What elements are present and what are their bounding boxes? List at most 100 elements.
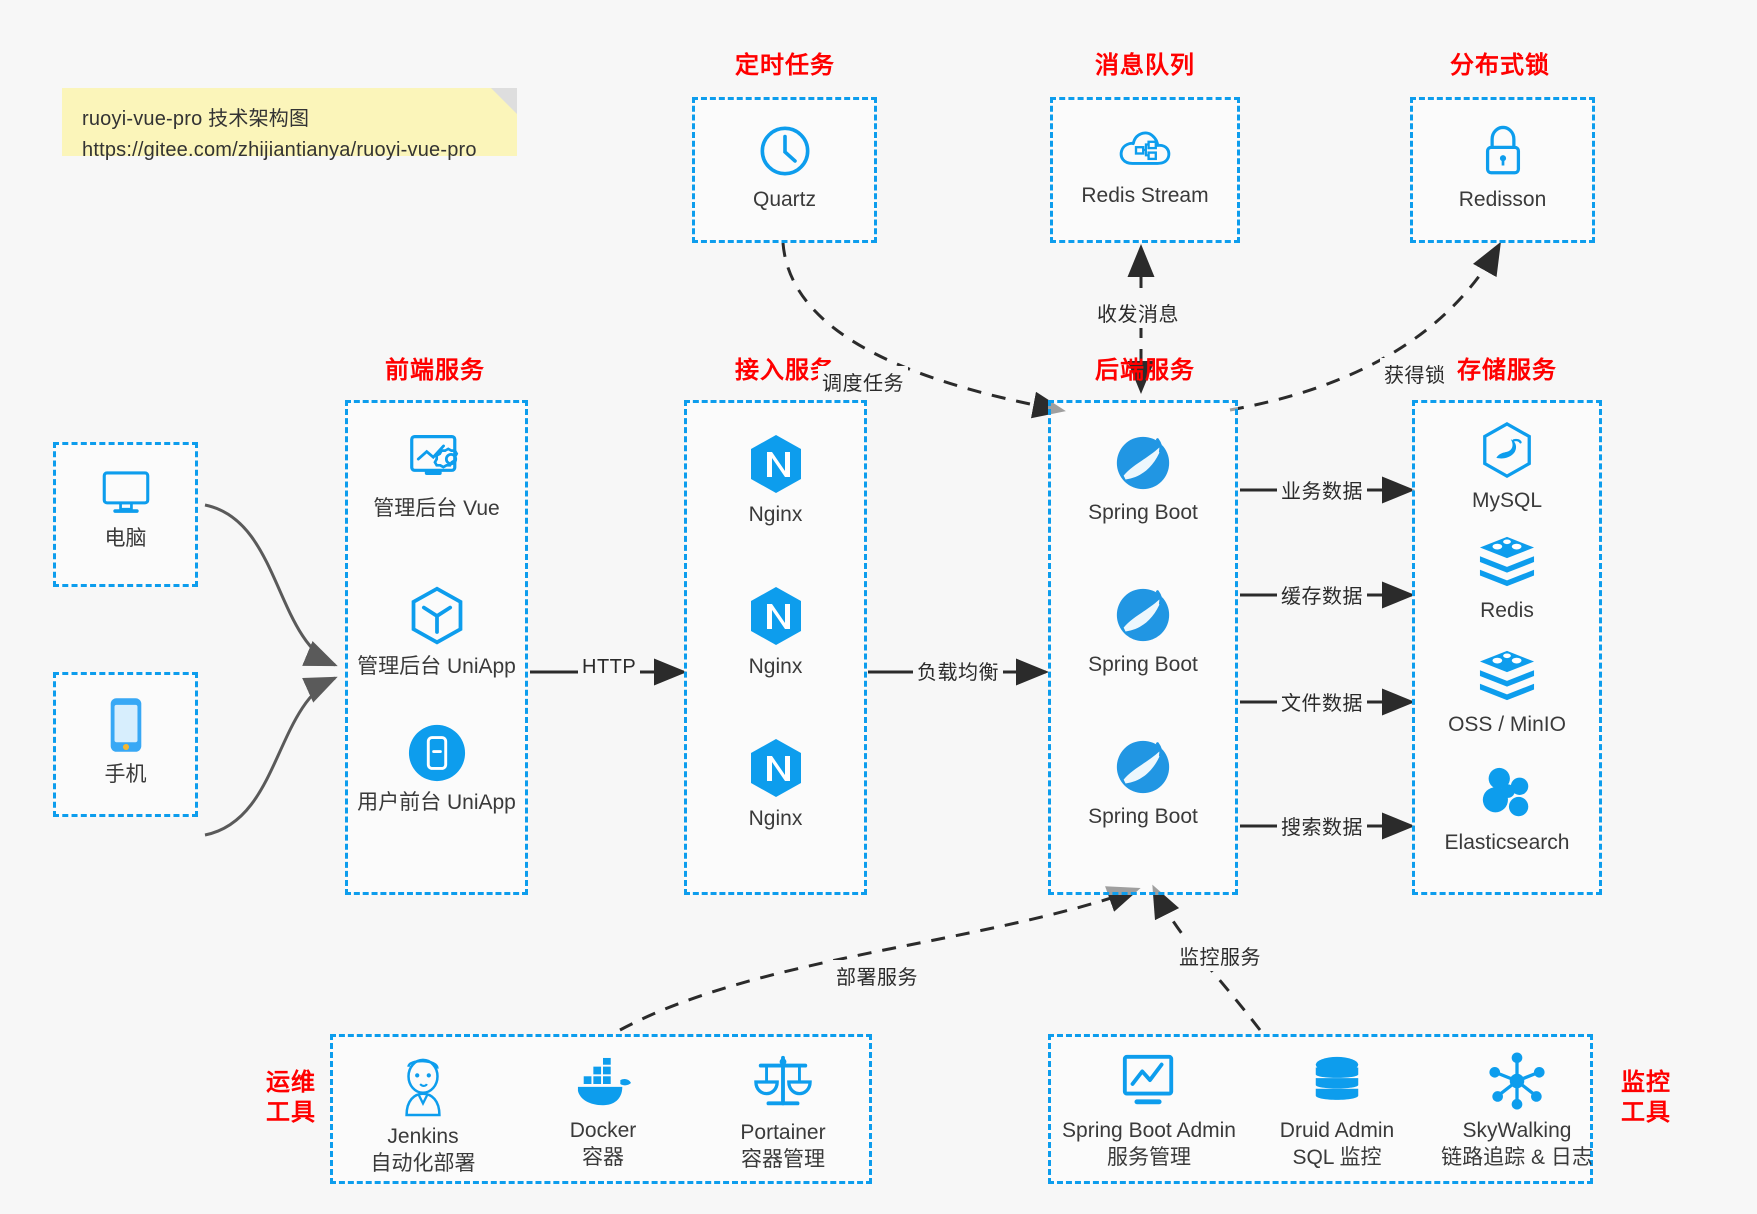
edge-label-acquire-lock: 获得锁 [1380, 358, 1450, 389]
node-label: Quartz [752, 188, 817, 211]
node-mysql[interactable]: MySQL [1415, 421, 1599, 514]
group-box-monitoring: Spring Boot Admin 服务管理 Druid Admin SQL 监… [1048, 1034, 1593, 1184]
lock-icon [1485, 125, 1520, 175]
edge-label-business-data: 业务数据 [1277, 474, 1367, 505]
group-title-distributed-lock: 分布式锁 [1450, 52, 1550, 79]
node-sublabel: 容器 [582, 1146, 624, 1170]
node-sublabel: SQL 监控 [1292, 1146, 1382, 1170]
node-label: 电脑 [104, 527, 147, 550]
redis-icon [1479, 536, 1535, 587]
group-box-distributed-lock: Redisson [1410, 97, 1595, 243]
node-nginx-2[interactable]: Nginx [687, 585, 864, 680]
node-quartz[interactable]: Quartz [695, 122, 874, 213]
node-spring-boot-2[interactable]: Spring Boot [1051, 583, 1235, 678]
mobile-icon [110, 698, 141, 752]
edge-label-send-receive-message: 收发消息 [1093, 297, 1183, 328]
minio-icon [1479, 650, 1535, 701]
node-elasticsearch[interactable]: Elasticsearch [1415, 765, 1599, 856]
note-line-2: https://gitee.com/zhijiantianya/ruoyi-vu… [82, 139, 477, 161]
node-spring-boot-admin[interactable]: Spring Boot Admin 服务管理 [1051, 1053, 1247, 1173]
node-label: 管理后台 Vue [373, 497, 500, 520]
group-title-backend: 后端服务 [1095, 357, 1195, 384]
edge-label-deploy-service: 部署服务 [832, 960, 922, 991]
nginx-icon [750, 739, 801, 797]
node-admin-uniapp[interactable]: 管理后台 UniApp [348, 585, 525, 680]
group-title-scheduled-task: 定时任务 [735, 52, 835, 79]
jenkins-icon [405, 1058, 441, 1117]
edge-desktop-to-frontend [204, 503, 338, 667]
group-title-gateway: 接入服务 [735, 357, 835, 384]
edge-acquire-lock [1229, 241, 1501, 412]
node-mobile[interactable]: 手机 [56, 695, 195, 788]
nginx-icon [750, 435, 801, 493]
node-label: Portainer [740, 1121, 826, 1144]
node-label: MySQL [1471, 489, 1542, 512]
title-note: ruoyi-vue-pro 技术架构图 https://gitee.com/zh… [62, 88, 517, 161]
edge-label-file-data: 文件数据 [1277, 686, 1367, 717]
node-label: Nginx [748, 655, 803, 678]
edge-label-search-data: 搜索数据 [1277, 810, 1367, 841]
node-oss-minio[interactable]: OSS / MinIO [1415, 649, 1599, 738]
node-redis[interactable]: Redis [1415, 535, 1599, 624]
node-label: Nginx [748, 503, 803, 526]
group-title-frontend: 前端服务 [385, 357, 485, 384]
group-box-scheduled-task: Quartz [692, 97, 877, 243]
group-box-message-queue: Redis Stream [1050, 97, 1240, 243]
group-title-message-queue: 消息队列 [1095, 52, 1195, 79]
node-label: Spring Boot [1088, 805, 1198, 828]
node-label: Druid Admin [1279, 1119, 1395, 1142]
note-line-1: ruoyi-vue-pro 技术架构图 [82, 108, 310, 130]
node-label: Redis [1480, 599, 1534, 622]
node-redis-stream[interactable]: Redis Stream [1053, 122, 1237, 209]
node-label: Redis Stream [1081, 184, 1209, 207]
node-skywalking[interactable]: SkyWalking 链路追踪 & 日志 [1427, 1051, 1607, 1173]
node-nginx-3[interactable]: Nginx [687, 737, 864, 832]
node-nginx-1[interactable]: Nginx [687, 433, 864, 528]
edge-label-http: HTTP [578, 655, 641, 680]
group-title-monitoring-line1: 监控 [1621, 1069, 1671, 1096]
group-box-client-desktop: 电脑 [53, 442, 198, 587]
node-label: Nginx [748, 807, 803, 830]
mysql-icon [1483, 422, 1531, 479]
node-desktop[interactable]: 电脑 [56, 465, 195, 552]
group-box-backend: Spring Boot Spring Boot Spring Boot [1048, 400, 1238, 895]
node-portainer[interactable]: Portainer 容器管理 [693, 1053, 873, 1175]
group-title-storage: 存储服务 [1457, 357, 1557, 384]
monitor-chart-icon [1122, 1054, 1174, 1105]
node-spring-boot-3[interactable]: Spring Boot [1051, 735, 1235, 830]
app-icon [408, 724, 465, 782]
node-user-uniapp[interactable]: 用户前台 UniApp [348, 723, 525, 816]
skywalking-icon [1489, 1052, 1545, 1110]
edge-label-cache-data: 缓存数据 [1277, 579, 1367, 610]
scales-icon [754, 1055, 812, 1106]
node-sublabel: 自动化部署 [370, 1152, 476, 1176]
node-label: Spring Boot Admin [1062, 1119, 1236, 1142]
node-label: Spring Boot [1088, 653, 1198, 676]
group-title-monitoring-line2: 工具 [1621, 1099, 1671, 1126]
group-box-devops: Jenkins 自动化部署 Docker 容器 [330, 1034, 872, 1184]
node-label: Jenkins [387, 1125, 459, 1148]
node-label: Elasticsearch [1444, 831, 1570, 854]
node-admin-vue[interactable]: 管理后台 Vue [348, 431, 525, 522]
edge-label-load-balance: 负载均衡 [913, 655, 1003, 686]
node-label: SkyWalking [1462, 1119, 1572, 1142]
node-spring-boot-1[interactable]: Spring Boot [1051, 431, 1235, 526]
database-icon [1315, 1056, 1359, 1100]
node-label: Redisson [1458, 188, 1547, 211]
node-label: Spring Boot [1088, 501, 1198, 524]
node-druid-admin[interactable]: Druid Admin SQL 监控 [1247, 1055, 1427, 1173]
node-jenkins[interactable]: Jenkins 自动化部署 [333, 1055, 513, 1179]
elasticsearch-icon [1482, 767, 1529, 817]
cube-icon [411, 586, 462, 645]
node-sublabel: 链路追踪 & 日志 [1441, 1146, 1593, 1170]
node-label: 手机 [104, 763, 147, 786]
spring-icon [1116, 588, 1170, 642]
edge-mobile-to-frontend [204, 676, 338, 837]
node-redisson[interactable]: Redisson [1413, 122, 1592, 213]
node-docker[interactable]: Docker 容器 [513, 1057, 693, 1173]
group-box-gateway: Nginx Nginx Nginx [684, 400, 867, 895]
cloud-stream-icon [1119, 131, 1171, 165]
dashboard-icon [409, 435, 458, 475]
docker-icon [577, 1057, 631, 1106]
